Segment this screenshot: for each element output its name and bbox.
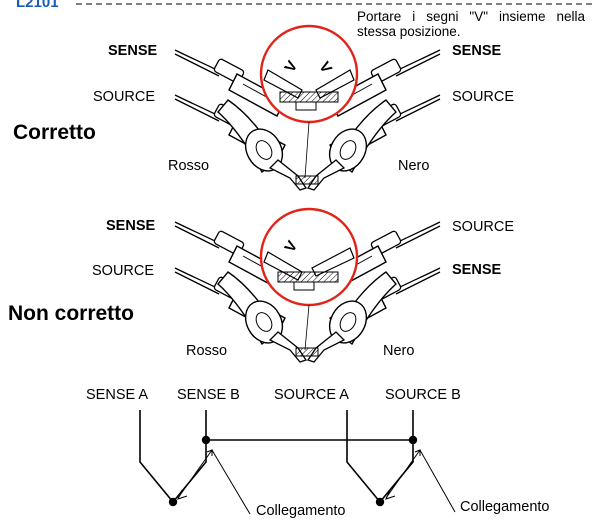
junction-dot xyxy=(168,497,178,507)
incorrect-right-top-label: SOURCE xyxy=(452,219,515,235)
incorrect-right-color-label: Nero xyxy=(383,343,415,359)
correct-title: Corretto xyxy=(13,121,96,144)
incorrect-title: Non corretto xyxy=(8,302,134,325)
correct-right-top-label: SENSE xyxy=(452,43,502,59)
wiring-label-sense-b: SENSE B xyxy=(177,387,240,403)
wiring-label-sense-a: SENSE A xyxy=(86,387,149,403)
correct-left-top-label: SENSE xyxy=(108,43,158,59)
junction-dot xyxy=(408,435,418,445)
wiring-label-source-a: SOURCE A xyxy=(274,387,349,403)
correct-clip-illustration: V V xyxy=(174,24,441,191)
incorrect-right-bottom-label: SENSE xyxy=(452,262,502,278)
wiring-junctions xyxy=(168,435,418,507)
junction-dot xyxy=(375,497,385,507)
correct-left-bottom-label: SOURCE xyxy=(93,89,156,105)
junction-dot xyxy=(201,435,211,445)
wiring-label-source-b: SOURCE B xyxy=(385,387,461,403)
correct-right-color-label: Nero xyxy=(398,158,430,174)
incorrect-clip-illustration: V xyxy=(174,207,441,363)
connection-label-right: Collegamento xyxy=(460,499,550,515)
correct-right-bottom-label: SOURCE xyxy=(452,89,515,105)
correct-left-color-label: Rosso xyxy=(168,158,210,174)
incorrect-left-color-label: Rosso xyxy=(186,343,228,359)
incorrect-left-bottom-label: SOURCE xyxy=(92,263,155,279)
connection-label-left: Collegamento xyxy=(256,503,346,519)
wiring-schematic xyxy=(139,410,456,515)
incorrect-left-top-label: SENSE xyxy=(106,218,156,234)
instruction-note: Portare i segni "V" insieme nella stessa… xyxy=(357,9,585,39)
model-label: L2101 xyxy=(16,0,59,11)
